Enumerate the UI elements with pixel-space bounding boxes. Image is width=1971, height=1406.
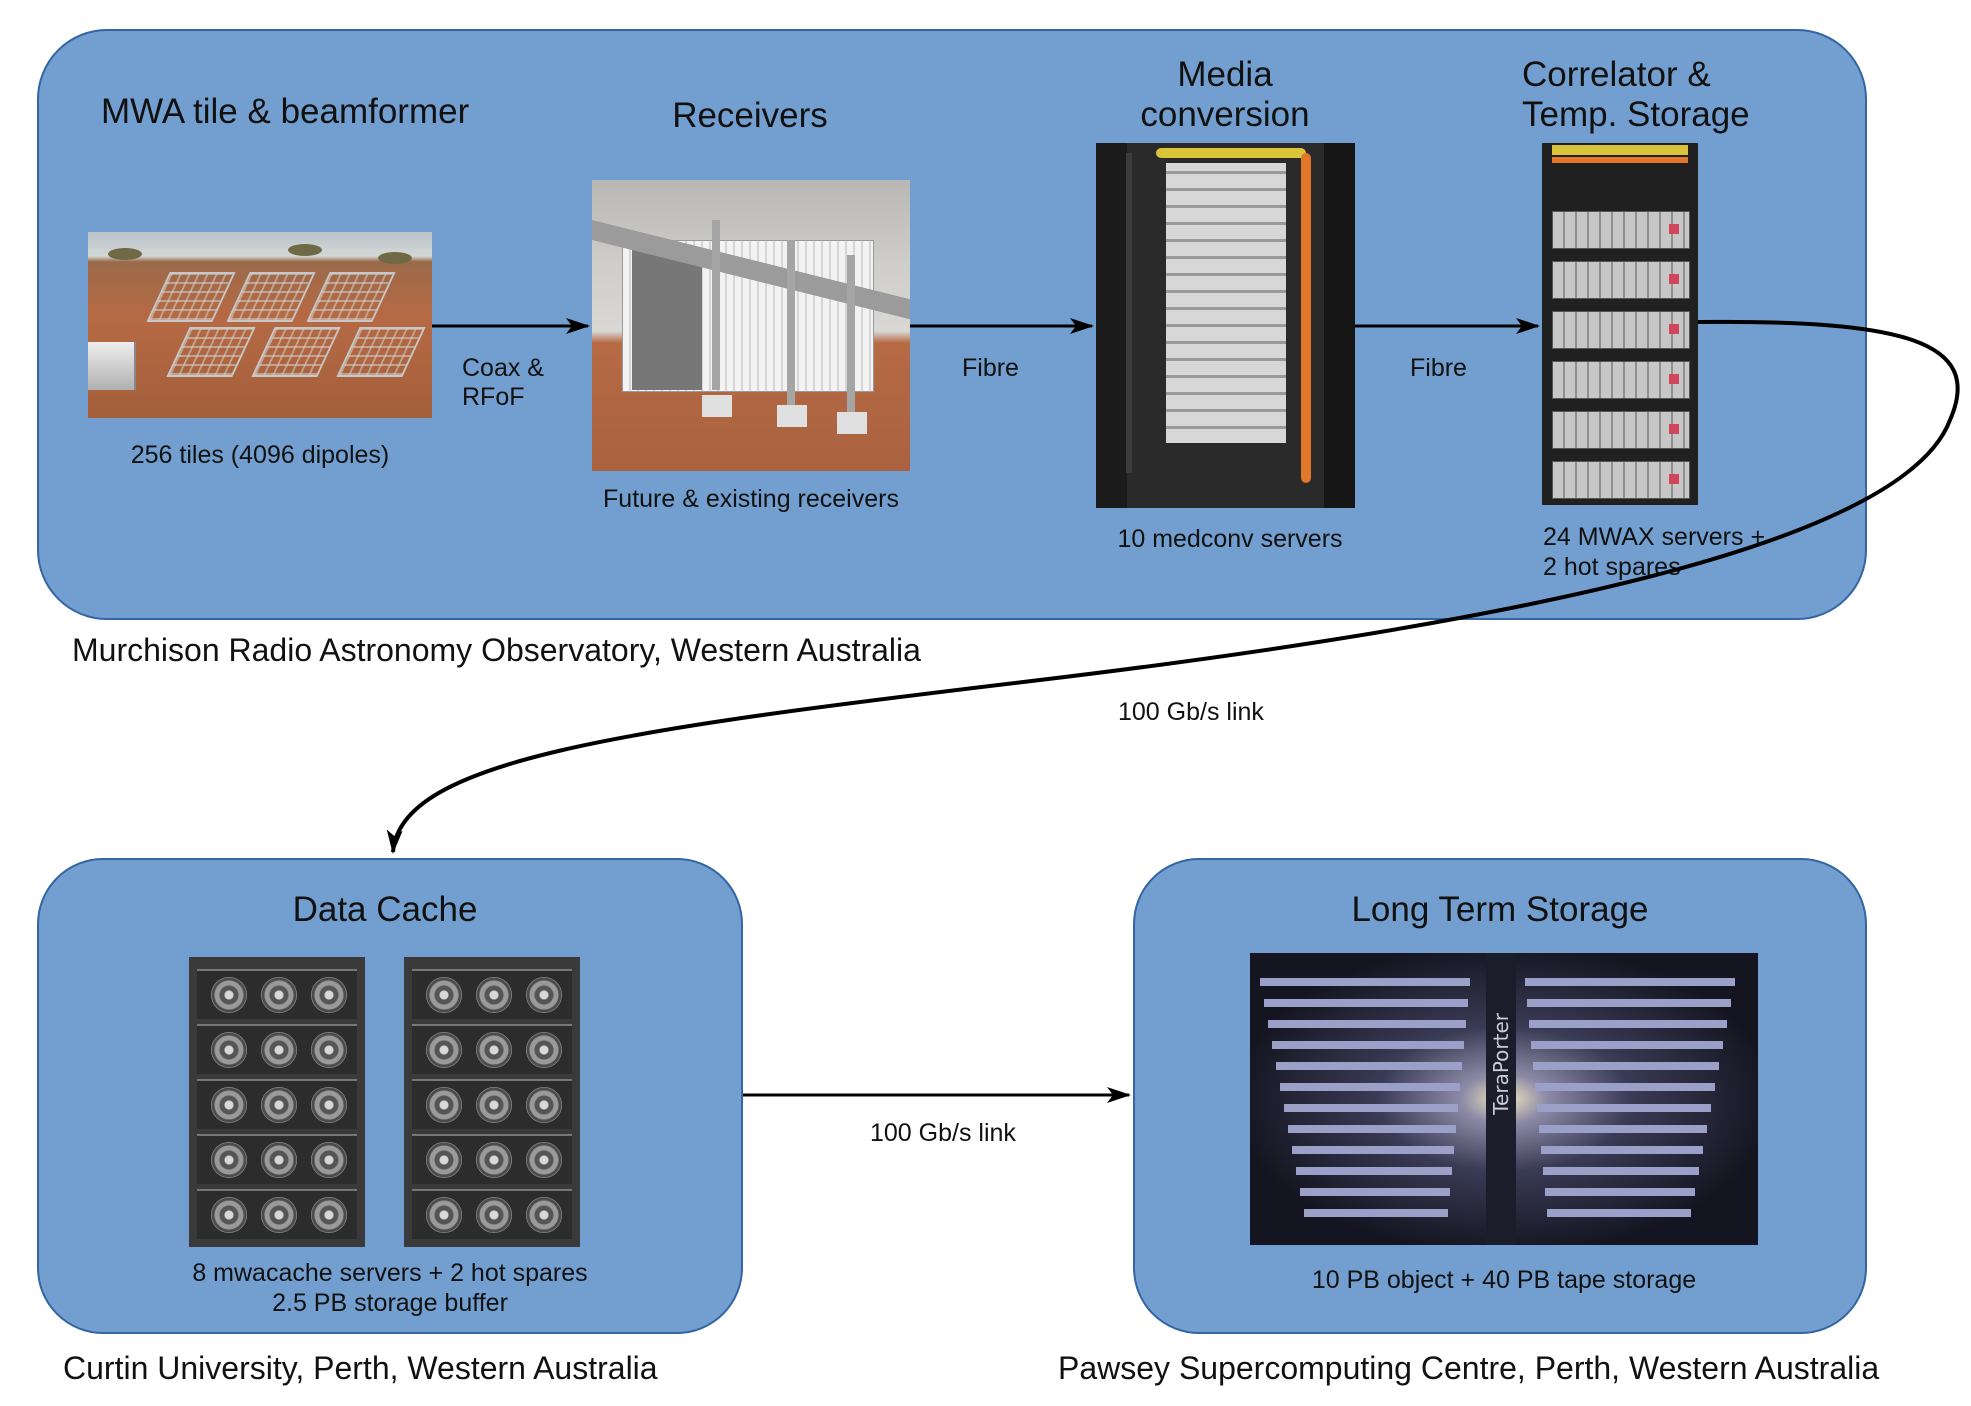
fan-icon (476, 1032, 512, 1068)
mro-site-label: Murchison Radio Astronomy Observatory, W… (72, 632, 921, 668)
fan-icon (526, 1197, 562, 1233)
pawsey-site-label: Pawsey Supercomputing Centre, Perth, Wes… (1058, 1350, 1880, 1386)
fan-icon (211, 1032, 247, 1068)
fan-icon (311, 1142, 347, 1178)
fan-icon (311, 977, 347, 1013)
fan-icon (426, 1087, 462, 1123)
arrow-correlator-to-data-cache (386, 319, 1960, 854)
fan-icon (261, 1142, 297, 1178)
lts-title: Long Term Storage (1351, 890, 1649, 929)
media-conversion-rack-photo (1096, 143, 1355, 508)
curtin-site-label: Curtin University, Perth, Western Austra… (63, 1350, 658, 1386)
receivers-caption: Future & existing receivers (603, 485, 899, 513)
correlator-caption-line1: 24 MWAX servers + (1543, 523, 1766, 551)
correlator-title-line1: Correlator & (1522, 55, 1711, 94)
mwacache-server-photo-b (404, 957, 580, 1247)
tiles-caption: 256 tiles (4096 dipoles) (130, 441, 390, 469)
fan-icon (261, 1087, 297, 1123)
medconv-caption: 10 medconv servers (1117, 525, 1343, 553)
fan-icon (426, 977, 462, 1013)
fan-icon (526, 1142, 562, 1178)
fan-icon (261, 1032, 297, 1068)
fan-icon (261, 977, 297, 1013)
receivers-title: Receivers (672, 96, 828, 135)
lts-caption: 10 PB object + 40 PB tape storage (1311, 1266, 1697, 1294)
tape-library-photo: TeraPorter (1250, 953, 1758, 1245)
fan-icon (476, 1087, 512, 1123)
fan-icon (311, 1032, 347, 1068)
medconv-title-line2: conversion (1140, 95, 1310, 134)
fan-icon (426, 1197, 462, 1233)
correlator-rack-photo (1542, 143, 1698, 505)
receivers-photo (592, 180, 910, 471)
fan-icon (211, 1142, 247, 1178)
correlator-title-line2: Temp. Storage (1522, 95, 1750, 134)
link-label-coax-line2: RFoF (462, 383, 525, 411)
fan-icon (526, 977, 562, 1013)
mwacache-server-photo-a (189, 957, 365, 1247)
fan-icon (476, 1197, 512, 1233)
fan-icon (311, 1087, 347, 1123)
fan-icon (426, 1032, 462, 1068)
fan-icon (526, 1087, 562, 1123)
link-label-coax-line1: Coax & (462, 354, 544, 382)
link-label-mro-cache: 100 Gb/s link (1118, 698, 1264, 726)
fan-icon (426, 1142, 462, 1178)
link-label-fibre-1: Fibre (962, 354, 1019, 382)
mwa-tiles-photo (88, 232, 432, 418)
fan-icon (211, 977, 247, 1013)
fan-icon (211, 1197, 247, 1233)
link-label-fibre-2: Fibre (1410, 354, 1467, 382)
link-label-cache-lts: 100 Gb/s link (870, 1119, 1016, 1147)
data-cache-panel (37, 858, 743, 1334)
data-cache-caption-line2: 2.5 PB storage buffer (272, 1289, 508, 1317)
tiles-title: MWA tile & beamformer (101, 92, 470, 131)
data-cache-title: Data Cache (292, 890, 478, 929)
data-cache-caption-line1: 8 mwacache servers + 2 hot spares (192, 1259, 588, 1287)
fan-icon (261, 1197, 297, 1233)
fan-icon (476, 1142, 512, 1178)
fan-icon (526, 1032, 562, 1068)
fan-icon (211, 1087, 247, 1123)
medconv-title-line1: Media (1177, 55, 1273, 94)
fan-icon (311, 1197, 347, 1233)
fan-icon (476, 977, 512, 1013)
